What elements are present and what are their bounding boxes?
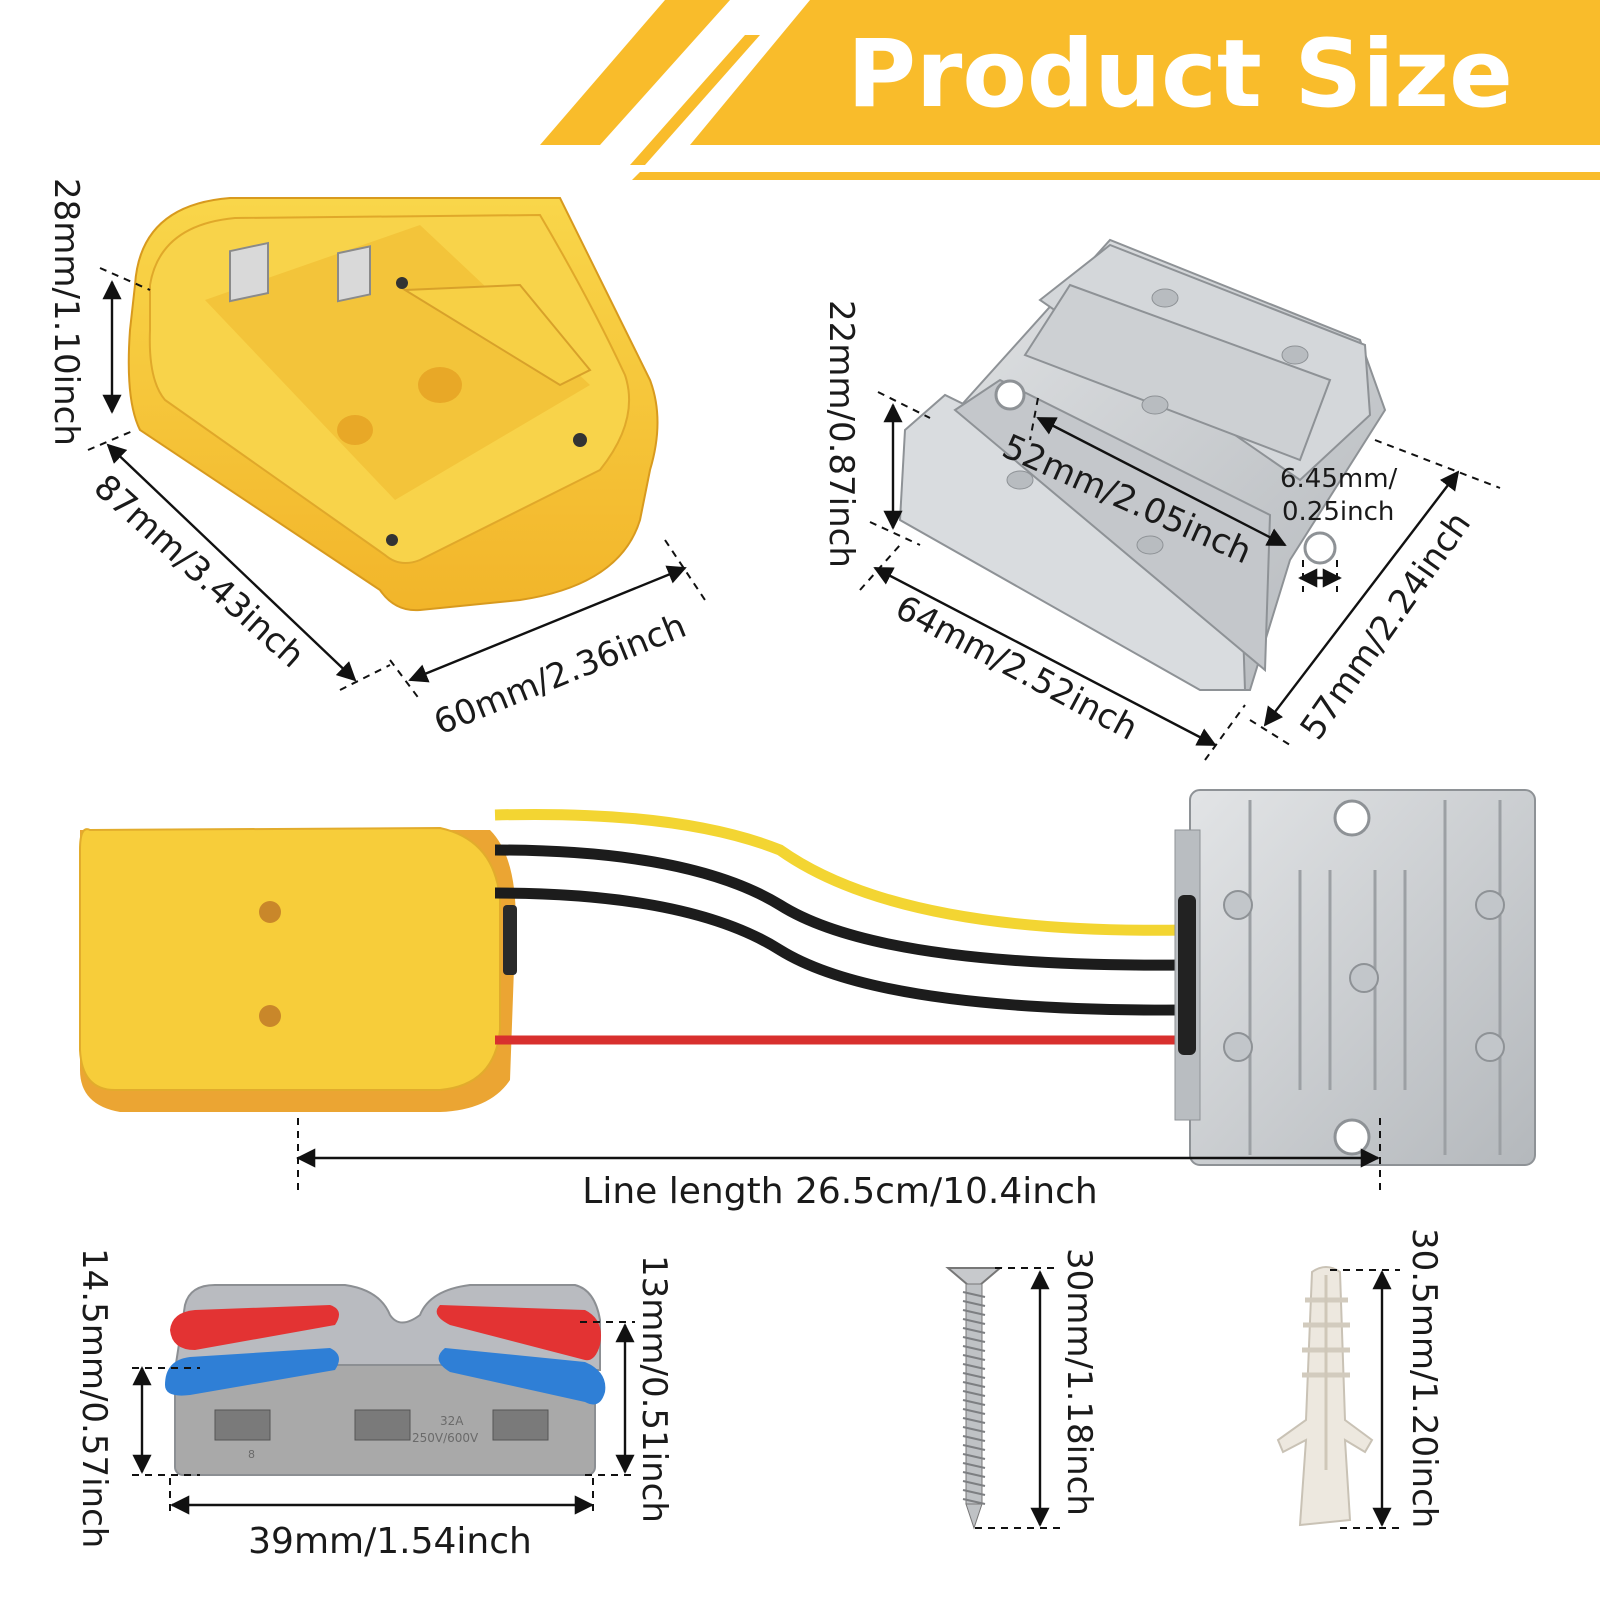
converter-hole-tl — [994, 379, 1026, 411]
connector-port-3 — [492, 1409, 549, 1441]
converter-height-label: 22mm/0.87inch — [821, 300, 861, 568]
screw-thread — [962, 1390, 986, 1397]
screw-thread — [962, 1480, 986, 1487]
connector-marking-rating: 32A — [440, 1414, 464, 1428]
banner-stripe-2 — [630, 35, 760, 165]
assembly-adapter-dot-2 — [259, 1005, 281, 1027]
adapter-terminal-2 — [337, 245, 371, 303]
screw-thread — [962, 1381, 986, 1388]
screw-thread — [962, 1345, 986, 1352]
screw-thread — [962, 1489, 986, 1496]
screw-head — [945, 1267, 1003, 1286]
assembly-adapter-body — [79, 826, 501, 1091]
screw-thread — [962, 1354, 986, 1361]
screw-thread — [962, 1318, 986, 1325]
screw-thread — [962, 1300, 986, 1307]
line-length-dimension — [296, 1118, 1381, 1190]
adapter-rail — [401, 283, 592, 387]
adapter-screw-3 — [396, 277, 408, 289]
banner-main — [690, 0, 1600, 145]
converter-hole-br — [1303, 531, 1337, 565]
assembly-adapter-dot-1 — [259, 901, 281, 923]
anchor-length-label: 30.5mm/1.20inch — [1404, 1228, 1444, 1528]
anchor-dimensions — [1330, 1269, 1400, 1529]
screw-length-label: 30mm/1.18inch — [1059, 1248, 1099, 1516]
connector-marking-gauge: 8 — [248, 1448, 255, 1461]
screw-thread — [962, 1498, 986, 1505]
converter-hole-label-2: 0.25inch — [1282, 497, 1394, 527]
anchor-image — [1276, 1266, 1374, 1527]
screw-thread — [962, 1426, 986, 1433]
screw-thread — [962, 1291, 986, 1298]
connector-port-1 — [214, 1409, 271, 1441]
screw-threads — [962, 1291, 986, 1505]
wire-black-2 — [494, 887, 1186, 1016]
connector-lever-blue-right — [438, 1348, 606, 1405]
banner-underline — [632, 172, 1600, 180]
screw-thread — [962, 1309, 986, 1316]
connector-housing-top — [173, 1284, 601, 1371]
converter-hole-label-1: 6.45mm/ — [1280, 464, 1398, 494]
converter-stud-3 — [1141, 395, 1169, 415]
converter-dimensions — [859, 391, 1501, 761]
connector-port-2 — [354, 1409, 411, 1441]
screw-image — [945, 1267, 1003, 1530]
assembly-converter-studs — [1223, 890, 1505, 1062]
converter-stud-4 — [1006, 470, 1034, 490]
converter-stud-1 — [1151, 288, 1179, 308]
assembly-converter-cable-block — [1178, 895, 1196, 1055]
adapter-screw-1 — [573, 433, 587, 447]
line-length-label: Line length 26.5cm/10.4inch — [582, 1171, 1097, 1212]
converter-stud-2 — [1281, 345, 1309, 365]
screw-thread — [962, 1408, 986, 1415]
screw-tip — [965, 1503, 983, 1530]
screw-thread — [962, 1336, 986, 1343]
wire-black-1 — [494, 844, 1186, 971]
converter-stud-5 — [1136, 535, 1164, 555]
screw-thread — [962, 1444, 986, 1451]
adapter-height-label: 28mm/1.10inch — [46, 178, 86, 446]
wire-connector-image: 32A 250V/600V 8 — [165, 1284, 606, 1476]
adapter-hole-2 — [337, 415, 373, 445]
adapter-width-label: 60mm/2.36inch — [428, 606, 691, 743]
adapter-hole-1 — [418, 367, 462, 403]
screw-thread — [962, 1435, 986, 1442]
connector-lever-red-right — [436, 1305, 601, 1361]
adapter-screw-2 — [386, 534, 398, 546]
assembly-converter-hole-bottom — [1333, 1118, 1371, 1156]
banner-stripe-1 — [540, 0, 730, 145]
connector-marking-voltage: 250V/600V — [412, 1431, 479, 1445]
screw-dimensions — [975, 1267, 1060, 1529]
screw-thread — [962, 1471, 986, 1478]
adapter-dimensions — [87, 267, 706, 701]
screw-thread — [962, 1453, 986, 1460]
wire-yellow — [494, 808, 1186, 936]
screw-thread — [962, 1399, 986, 1406]
assembly-converter-hole-top — [1333, 799, 1371, 837]
connector-width-label: 39mm/1.54inch — [248, 1521, 532, 1562]
connector-inner-height-label: 13mm/0.51inch — [634, 1255, 674, 1523]
connector-outer-height-label: 14.5mm/0.57inch — [74, 1248, 114, 1548]
page-title: Product Size — [847, 20, 1513, 129]
screw-thread — [962, 1327, 986, 1334]
assembly-image — [79, 789, 1536, 1166]
connector-dimensions — [132, 1321, 635, 1515]
connector-lever-red-left — [170, 1305, 339, 1350]
adapter-terminal-1 — [229, 241, 269, 303]
screw-thread — [962, 1372, 986, 1379]
screw-thread — [962, 1363, 986, 1370]
screw-thread — [962, 1462, 986, 1469]
battery-adapter-image — [127, 197, 659, 612]
connector-lever-blue-left — [165, 1348, 339, 1396]
assembly-adapter-switch — [503, 905, 517, 975]
adapter-inner-floor — [205, 225, 590, 500]
header-banner: Product Size — [540, 0, 1600, 180]
screw-thread — [962, 1417, 986, 1424]
